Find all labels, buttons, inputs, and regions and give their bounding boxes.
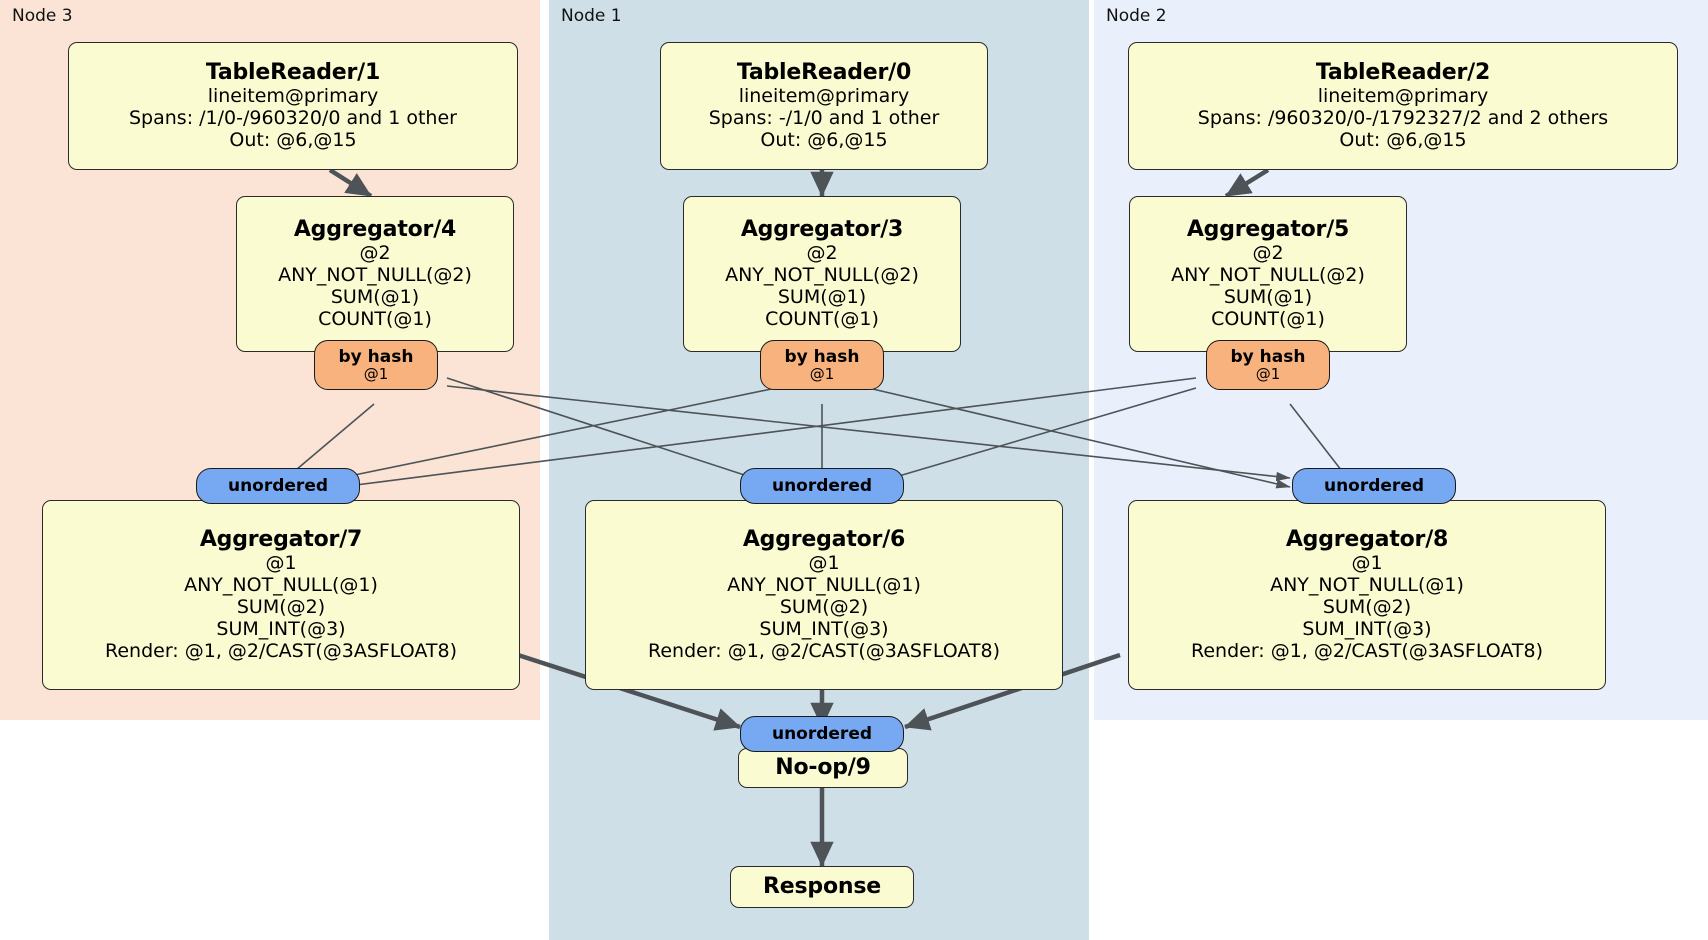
box-title: Aggregator/4 (293, 216, 457, 242)
router-badge-column: @1 (1255, 365, 1281, 384)
box-line-agg-2: SUM(@1) (330, 286, 420, 309)
box-line-render: Render: @1, @2/CAST(@3ASFLOAT8) (1191, 640, 1543, 663)
box-line-groupcol: @2 (359, 242, 391, 265)
box-line-render: Render: @1, @2/CAST(@3ASFLOAT8) (648, 640, 1000, 663)
box-line-agg-2: SUM(@2) (236, 596, 326, 619)
box-line-agg-2: SUM(@2) (779, 596, 869, 619)
box-line-spans: Spans: /960320/0-/1792327/2 and 2 others (1197, 107, 1609, 130)
box-title: TableReader/2 (1315, 59, 1491, 85)
box-line-groupcol: @1 (808, 552, 840, 575)
box-line-groupcol: @1 (265, 552, 297, 575)
box-title: No-op/9 (775, 754, 871, 780)
synchronizer-badge-unordered-right[interactable]: unordered (1292, 468, 1456, 504)
box-line-table: lineitem@primary (207, 85, 379, 108)
synchronizer-badge-title: unordered (771, 475, 873, 496)
box-line-spans: Spans: /1/0-/960320/0 and 1 other (129, 107, 457, 130)
box-aggregator-8[interactable]: Aggregator/8 @1 ANY_NOT_NULL(@1) SUM(@2)… (1128, 500, 1606, 690)
box-line-agg-1: ANY_NOT_NULL(@2) (278, 264, 472, 287)
box-tablereader-1[interactable]: TableReader/1 lineitem@primary Spans: /1… (68, 42, 518, 170)
box-aggregator-7[interactable]: Aggregator/7 @1 ANY_NOT_NULL(@1) SUM(@2)… (42, 500, 520, 690)
box-line-agg-1: ANY_NOT_NULL(@1) (727, 574, 921, 597)
box-line-agg-2: SUM(@1) (1223, 286, 1313, 309)
box-line-agg-3: COUNT(@1) (318, 308, 432, 331)
router-badge-by-hash-center[interactable]: by hash @1 (760, 340, 884, 390)
router-badge-by-hash-left[interactable]: by hash @1 (314, 340, 438, 390)
router-badge-title: by hash (1230, 346, 1306, 367)
box-title: Aggregator/8 (1285, 526, 1449, 552)
box-line-out: Out: @6,@15 (760, 129, 888, 152)
box-line-groupcol: @2 (806, 242, 838, 265)
box-title: TableReader/0 (736, 59, 912, 85)
router-badge-column: @1 (809, 365, 835, 384)
synchronizer-badge-title: unordered (227, 475, 329, 496)
box-line-agg-3: SUM_INT(@3) (1302, 618, 1432, 641)
box-line-spans: Spans: -/1/0 and 1 other (708, 107, 940, 130)
box-line-agg-3: SUM_INT(@3) (216, 618, 346, 641)
box-line-groupcol: @1 (1351, 552, 1383, 575)
box-title: Aggregator/6 (742, 526, 906, 552)
box-tablereader-0[interactable]: TableReader/0 lineitem@primary Spans: -/… (660, 42, 988, 170)
box-line-render: Render: @1, @2/CAST(@3ASFLOAT8) (105, 640, 457, 663)
box-line-agg-1: ANY_NOT_NULL(@2) (1171, 264, 1365, 287)
box-line-table: lineitem@primary (1317, 85, 1489, 108)
box-aggregator-6[interactable]: Aggregator/6 @1 ANY_NOT_NULL(@1) SUM(@2)… (585, 500, 1063, 690)
box-line-table: lineitem@primary (738, 85, 910, 108)
router-badge-column: @1 (363, 365, 389, 384)
synchronizer-badge-unordered-center[interactable]: unordered (740, 468, 904, 504)
box-line-groupcol: @2 (1252, 242, 1284, 265)
synchronizer-badge-unordered-final[interactable]: unordered (740, 716, 904, 752)
synchronizer-badge-title: unordered (771, 723, 873, 744)
box-aggregator-3[interactable]: Aggregator/3 @2 ANY_NOT_NULL(@2) SUM(@1)… (683, 196, 961, 352)
box-aggregator-4[interactable]: Aggregator/4 @2 ANY_NOT_NULL(@2) SUM(@1)… (236, 196, 514, 352)
box-line-agg-1: ANY_NOT_NULL(@2) (725, 264, 919, 287)
box-line-agg-1: ANY_NOT_NULL(@1) (184, 574, 378, 597)
box-line-agg-3: SUM_INT(@3) (759, 618, 889, 641)
box-line-agg-3: COUNT(@1) (1211, 308, 1325, 331)
box-line-agg-1: ANY_NOT_NULL(@1) (1270, 574, 1464, 597)
box-title: Aggregator/7 (199, 526, 363, 552)
node-region-label-node3: Node 3 (12, 6, 73, 26)
node-region-label-node2: Node 2 (1106, 6, 1167, 26)
box-line-agg-3: COUNT(@1) (765, 308, 879, 331)
box-title: TableReader/1 (205, 59, 381, 85)
box-line-out: Out: @6,@15 (229, 129, 357, 152)
box-no-op-9[interactable]: No-op/9 (738, 748, 908, 788)
box-aggregator-5[interactable]: Aggregator/5 @2 ANY_NOT_NULL(@2) SUM(@1)… (1129, 196, 1407, 352)
box-line-agg-2: SUM(@1) (777, 286, 867, 309)
router-badge-by-hash-right[interactable]: by hash @1 (1206, 340, 1330, 390)
router-badge-title: by hash (784, 346, 860, 367)
box-response[interactable]: Response (730, 866, 914, 908)
box-title: Aggregator/5 (1186, 216, 1350, 242)
synchronizer-badge-unordered-left[interactable]: unordered (196, 468, 360, 504)
box-line-out: Out: @6,@15 (1339, 129, 1467, 152)
box-title: Aggregator/3 (740, 216, 904, 242)
router-badge-title: by hash (338, 346, 414, 367)
synchronizer-badge-title: unordered (1323, 475, 1425, 496)
box-tablereader-2[interactable]: TableReader/2 lineitem@primary Spans: /9… (1128, 42, 1678, 170)
node-region-label-node1: Node 1 (561, 6, 622, 26)
box-title: Response (763, 873, 881, 899)
box-line-agg-2: SUM(@2) (1322, 596, 1412, 619)
